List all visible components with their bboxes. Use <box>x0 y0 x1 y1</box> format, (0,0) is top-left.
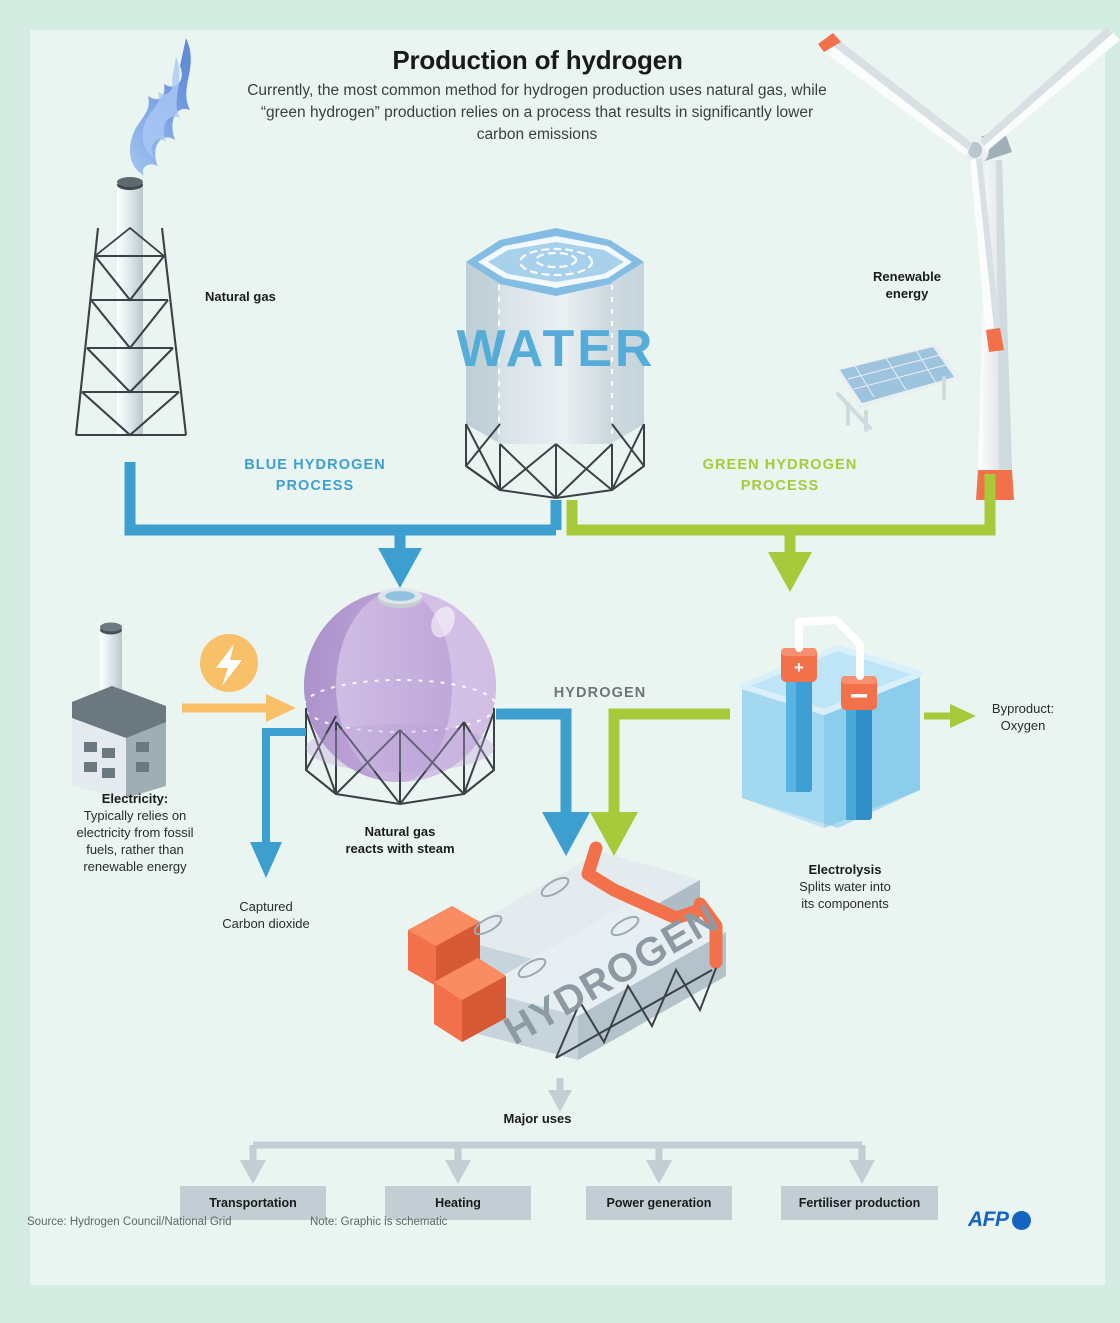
electricity-body-line3: fuels, rather than <box>86 842 184 857</box>
reactor-line1: Natural gas <box>364 824 436 839</box>
natural-gas-flare-illustration <box>74 38 191 437</box>
page-title: Production of hydrogen <box>392 45 683 75</box>
green-hydrogen-process-label: GREEN HYDROGEN PROCESS <box>665 455 895 497</box>
power-plant-illustration <box>72 622 166 798</box>
electricity-body-line4: renewable energy <box>83 859 187 874</box>
electrolysis-body-line2: its components <box>801 896 889 911</box>
afp-logo-dot <box>1011 1210 1031 1230</box>
lightning-bolt-icon <box>200 634 258 692</box>
electricity-body-line1: Typically relies on <box>83 808 187 823</box>
natural-gas-label: Natural gas <box>205 289 276 304</box>
use-box-power-generation[interactable]: Power generation <box>586 1186 732 1220</box>
renewable-energy-line2: energy <box>885 286 929 301</box>
use-box-transportation[interactable]: Transportation <box>180 1186 326 1220</box>
use-box-fertiliser-production[interactable]: Fertiliser production <box>781 1186 938 1220</box>
reactor-sphere-illustration <box>303 588 497 806</box>
reactor-label: Natural gas reacts with steam <box>320 823 480 857</box>
blue-hydrogen-process-label: BLUE HYDROGEN PROCESS <box>200 455 430 497</box>
byproduct-oxygen-label: Byproduct: Oxygen <box>968 700 1078 734</box>
blue-process-line1: BLUE HYDROGEN <box>244 457 386 473</box>
electricity-note: Electricity: Typically relies on electri… <box>45 790 225 875</box>
major-uses-label: Major uses <box>503 1111 572 1126</box>
wind-turbine-illustration <box>818 26 1120 500</box>
electrolysis-body-line1: Splits water into <box>799 879 891 894</box>
electricity-title: Electricity: <box>101 791 169 806</box>
afp-logo-text: AFP <box>968 1208 1009 1231</box>
note-text: Note: Graphic is schematic <box>310 1216 448 1228</box>
hydrogen-tanker-illustration: HYDROGEN <box>408 841 726 1060</box>
green-process-line1: GREEN HYDROGEN <box>702 457 858 473</box>
use-box-heating[interactable]: Heating <box>385 1186 531 1220</box>
water-tank-text: WATER <box>457 320 656 378</box>
blue-process-line2: PROCESS <box>275 478 355 494</box>
electrolysis-note: Electrolysis Splits water into its compo… <box>760 861 930 912</box>
reactor-line2: reacts with steam <box>345 841 455 856</box>
electrolysis-cell-illustration: + <box>739 616 923 828</box>
renewable-energy-line1: Renewable <box>873 269 941 284</box>
electrode-plus-label: + <box>794 658 804 677</box>
water-tank-illustration: WATER <box>457 228 656 500</box>
captured-co2-label: Captured Carbon dioxide <box>186 898 346 932</box>
electrolysis-title: Electrolysis <box>808 862 882 877</box>
page-subtitle: Currently, the most common method for hy… <box>247 82 827 143</box>
captured-line2: Carbon dioxide <box>222 916 310 931</box>
byproduct-line1: Byproduct: <box>991 701 1055 716</box>
afp-logo: AFP <box>968 1208 1031 1232</box>
green-process-line2: PROCESS <box>740 478 820 494</box>
captured-line1: Captured <box>239 899 293 914</box>
source-text: Source: Hydrogen Council/National Grid <box>27 1216 232 1228</box>
hydrogen-flow-label: HYDROGEN <box>553 685 647 701</box>
renewable-energy-label: Renewable energy <box>852 268 962 302</box>
byproduct-line2: Oxygen <box>1000 718 1046 733</box>
electricity-body-line2: electricity from fossil <box>76 825 194 840</box>
solar-panel-illustration <box>836 344 960 432</box>
